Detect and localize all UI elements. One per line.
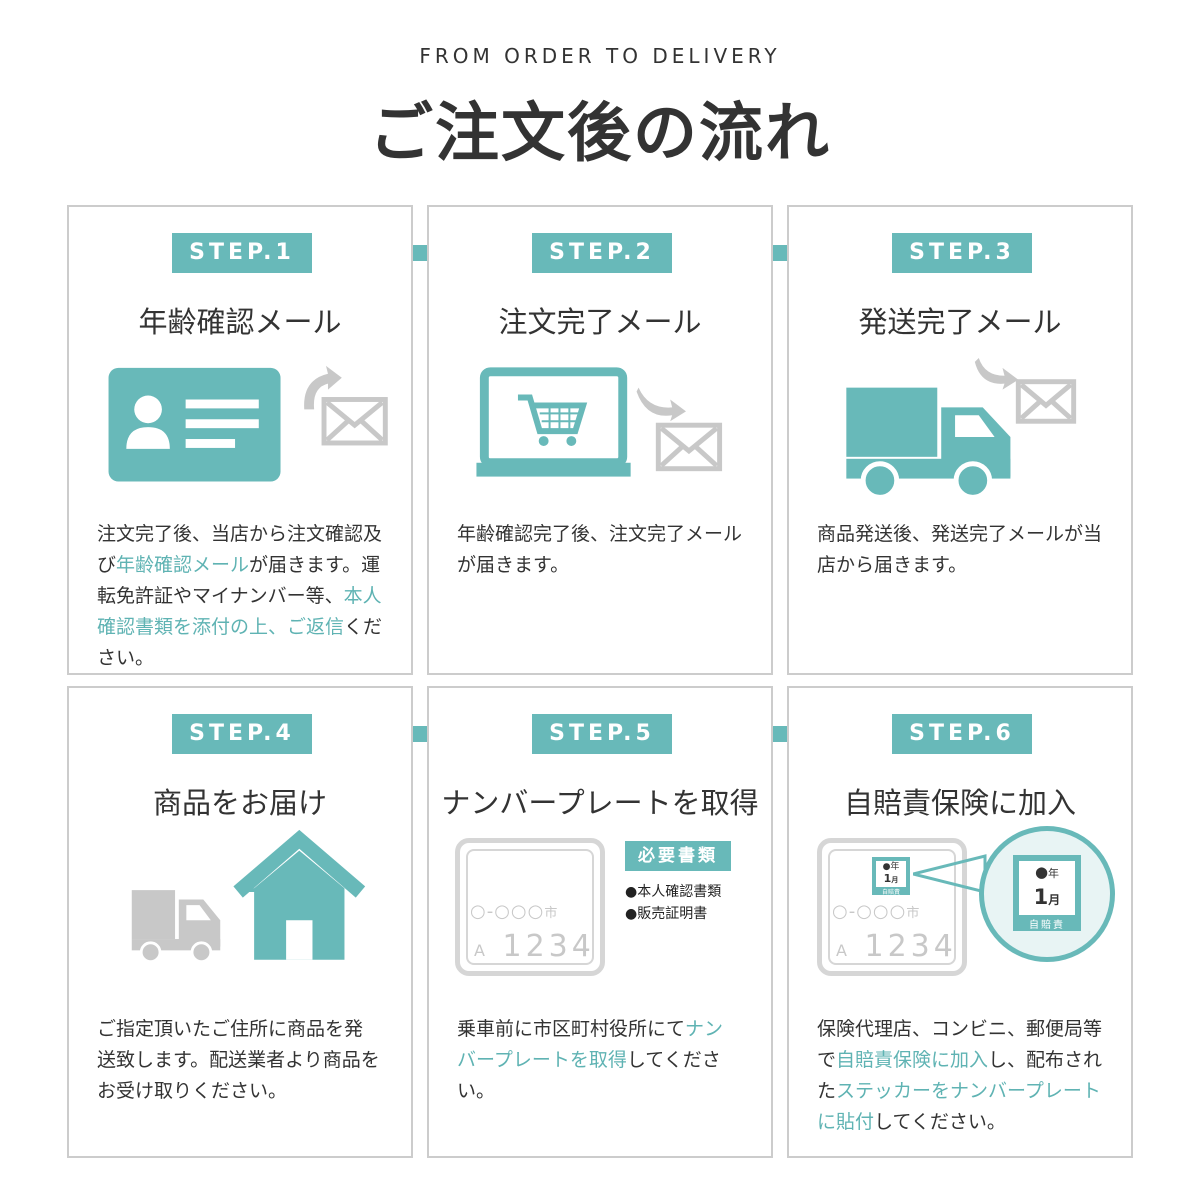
house-icon xyxy=(233,829,366,960)
required-docs-title: 必要書類 xyxy=(625,841,731,871)
description-text: 年齢確認完了後、注文完了メールが届きます。 xyxy=(457,523,743,576)
step-title: ナンバープレートを取得 xyxy=(441,786,759,820)
small-sticker: ●年 1月 自賠責 xyxy=(872,857,910,896)
plate-top-line: ○-○○○ xyxy=(470,901,545,922)
plate-number: 1234 xyxy=(502,929,595,964)
laptop-cart-illustration xyxy=(476,367,723,477)
id-card-illustration xyxy=(108,365,388,482)
highlight-text: 本人確認書類を添付の上、ご返信 xyxy=(97,585,382,638)
license-plate-icon: ●年 1月 自賠責 ○-○○○市 A 1234 xyxy=(817,838,967,976)
step-title: 年齢確認メール xyxy=(138,305,342,339)
step-badge: STEP.3 xyxy=(892,233,1032,273)
step-badge: STEP.4 xyxy=(172,714,312,754)
description-text: 乗車前に市区町村役所にて xyxy=(457,1018,686,1040)
description-text: 商品発送後、発送完了メールが当店から届きます。 xyxy=(817,523,1103,576)
sticker-zoom-circle: ●年 1月 自賠責 xyxy=(979,826,1115,962)
step-description: 乗車前に市区町村役所にてナンバープレートを取得してください。 xyxy=(457,1014,741,1107)
highlight-text: ステッカーをナンバープレートに貼付 xyxy=(817,1080,1101,1133)
sticker-dot: ● xyxy=(1034,863,1049,881)
truck-illustration xyxy=(846,357,1077,500)
step-card-2: STEP.2 注文完了メール 年齢確認完了後、注文完了メールが届きます。 xyxy=(427,205,773,675)
page-subtitle: FROM ORDER TO DELIVERY xyxy=(419,44,781,68)
step-description: 保険代理店、コンビニ、郵便局等で自賠責保険に加入し、配布されたステッカーをナンバ… xyxy=(817,1014,1105,1138)
page-title: ご注文後の流れ xyxy=(369,97,831,171)
required-doc-item: ●販売証明書 xyxy=(625,906,708,922)
description-text: 注文完了後、当店から注文確認及び xyxy=(97,523,383,576)
highlight-text: ナンバープレートを取得 xyxy=(457,1018,724,1071)
sticker-year: 年 xyxy=(890,862,900,872)
mail-icon xyxy=(655,422,723,472)
step-card-3: STEP.3 発送完了メール 商品発送後、発送完了メールが当店から届きます。 xyxy=(787,205,1133,675)
step-title: 発送完了メール xyxy=(858,305,1062,339)
curved-arrow-icon xyxy=(636,387,686,422)
required-doc-item: ●本人確認書類 xyxy=(625,884,722,900)
step-title: 注文完了メール xyxy=(498,305,702,339)
curved-arrow-icon xyxy=(304,365,342,410)
highlight-text: 年齢確認メール xyxy=(116,554,250,576)
description-text: してください。 xyxy=(874,1111,1006,1133)
mail-icon xyxy=(1015,379,1077,424)
step-card-1: STEP.1 年齢確認メール 注文完了後、当店から注文確認及び年齢確認メールが届… xyxy=(67,205,413,675)
plate-city: 市 xyxy=(906,906,921,921)
description-text: ご指定頂いたご住所に商品を発送致します。配送業者より商品をお受け取りください。 xyxy=(97,1018,380,1102)
step-badge: STEP.1 xyxy=(172,233,312,273)
plate-prefix: A xyxy=(474,941,489,960)
id-card-icon xyxy=(108,367,281,482)
sticker-dot: ● xyxy=(882,862,891,872)
delivery-illustration xyxy=(131,829,366,964)
step-card-5: STEP.5 ナンバープレートを取得 ○-○○○市 A 1234 必要書類 ●本… xyxy=(427,686,773,1158)
step-badge: STEP.6 xyxy=(892,714,1032,754)
step-description: 商品発送後、発送完了メールが当店から届きます。 xyxy=(817,519,1109,581)
step-title: 商品をお届け xyxy=(152,786,327,820)
description-text: が届きます。運転免許証やマイナンバー等、 xyxy=(97,554,381,607)
plate-prefix: A xyxy=(836,941,851,960)
sticker-label: 自賠責 xyxy=(881,889,900,896)
curved-arrow-icon xyxy=(974,357,1019,390)
sticker-month-num: 1 xyxy=(1033,885,1049,909)
plate-number: 1234 xyxy=(864,929,957,964)
sticker-label: 自賠責 xyxy=(1029,920,1065,931)
sticker-month-num: 1 xyxy=(883,872,892,885)
sticker-month: 月 xyxy=(891,876,899,884)
plate-city: 市 xyxy=(544,906,559,921)
description-text: し、配布された xyxy=(817,1049,1103,1102)
description-text: ください。 xyxy=(97,616,383,669)
step-card-4: STEP.4 商品をお届け ご指定頂いたご住所に商品を発送致します。配送業者より… xyxy=(67,686,413,1158)
description-text: してください。 xyxy=(457,1049,721,1102)
highlight-text: 自賠責保険に加入 xyxy=(836,1049,989,1071)
step-description: 注文完了後、当店から注文確認及び年齢確認メールが届きます。運転免許証やマイナンバ… xyxy=(97,519,389,674)
step-badge: STEP.5 xyxy=(532,714,672,754)
large-sticker: ●年 1月 自賠責 xyxy=(1013,855,1081,931)
license-plate-icon: ○-○○○市 A 1234 xyxy=(455,838,605,976)
step-card-6: STEP.6 自賠責保険に加入 ●年 1月 自賠責 ○-○○○市 A 1234 … xyxy=(787,686,1133,1158)
plate-top-line: ○-○○○ xyxy=(832,901,907,922)
step-badge: STEP.2 xyxy=(532,233,672,273)
truck-icon xyxy=(131,890,221,964)
sticker-month: 月 xyxy=(1048,893,1061,907)
truck-icon xyxy=(846,387,1011,500)
step-description: 年齢確認完了後、注文完了メールが届きます。 xyxy=(457,519,749,581)
laptop-cart-icon xyxy=(476,367,631,477)
description-text: 保険代理店、コンビニ、郵便局等で xyxy=(817,1018,1103,1071)
mail-icon xyxy=(321,397,388,446)
step-title: 自賠責保険に加入 xyxy=(843,786,1076,820)
step-description: ご指定頂いたご住所に商品を発送致します。配送業者より商品をお受け取りください。 xyxy=(97,1014,381,1107)
sticker-year: 年 xyxy=(1048,867,1060,880)
